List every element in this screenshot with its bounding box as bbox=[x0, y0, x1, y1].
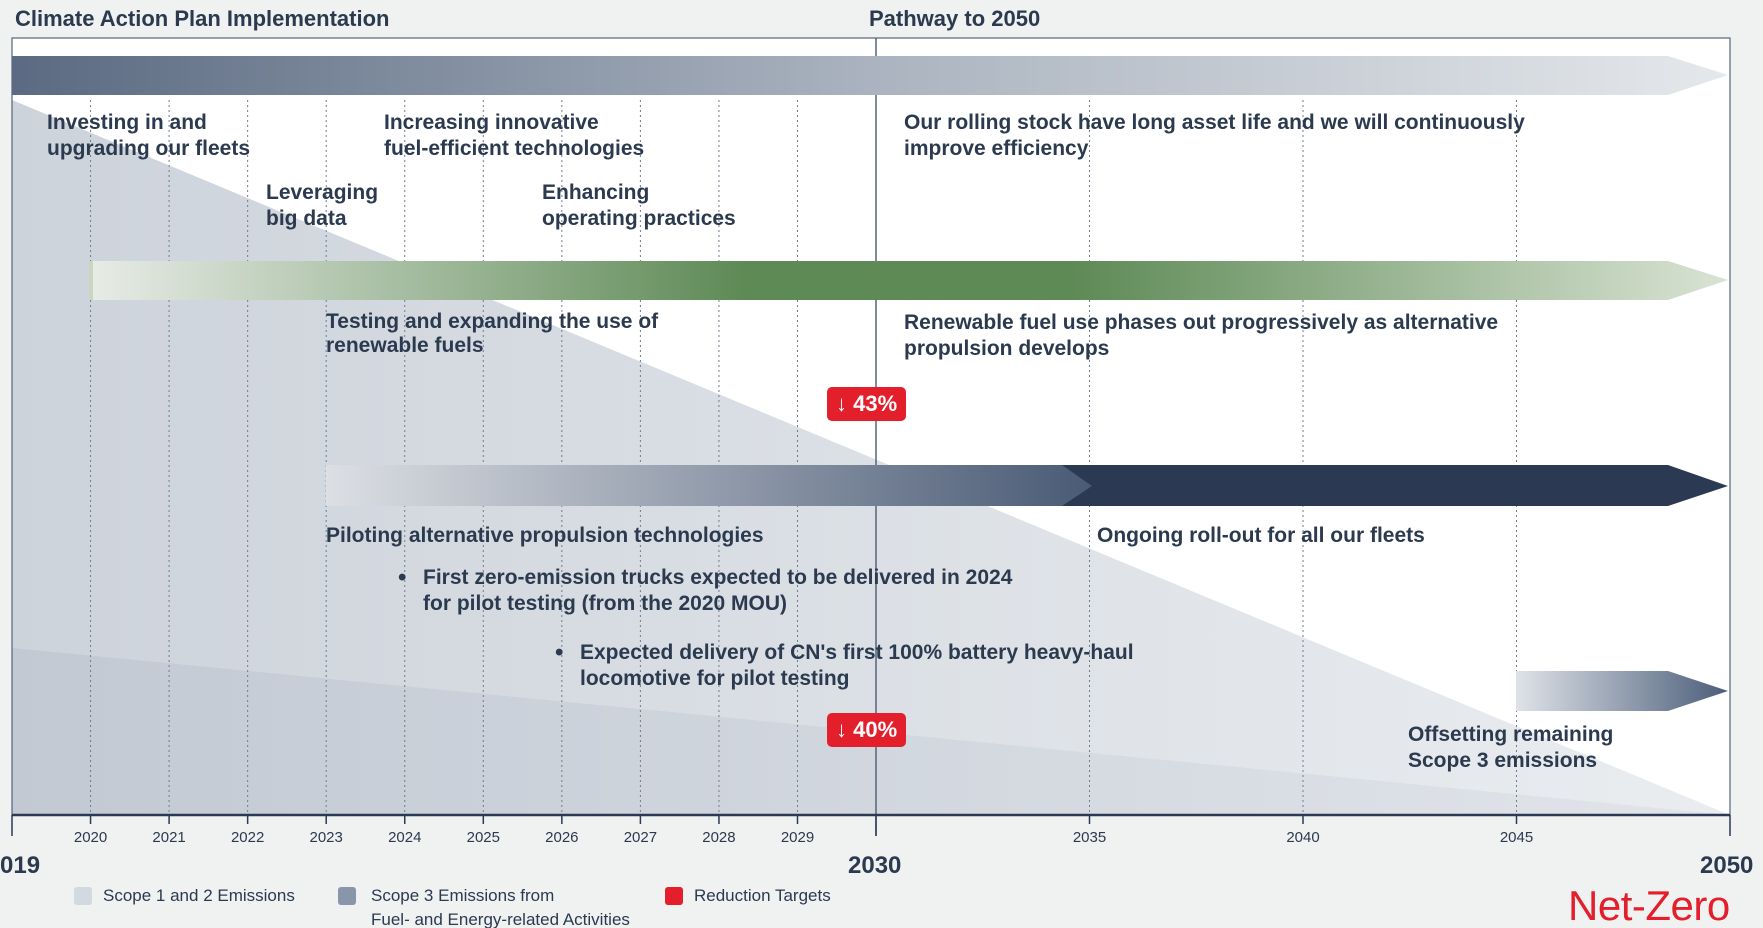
bullet-zero-emission-trucks: First zero-emission trucks expected to b… bbox=[423, 566, 1013, 615]
year-label-2045: 2045 bbox=[1499, 829, 1534, 846]
year-label-2026: 2026 bbox=[545, 829, 579, 846]
year-label-2027: 2027 bbox=[623, 829, 658, 846]
efficiency-arrow bbox=[12, 56, 1728, 95]
reduction-target-badge-scope12: ↓ 43% bbox=[827, 387, 907, 421]
year-label-2023: 2023 bbox=[309, 829, 343, 846]
year-label-2028: 2028 bbox=[702, 829, 736, 846]
legend-label-scope3: Scope 3 Emissions from Fuel- and Energy-… bbox=[371, 886, 630, 928]
ongoing-rollout-arrow bbox=[1000, 465, 1728, 506]
axis-mid-year: 2030 bbox=[848, 852, 902, 879]
renewable-fuel-arrow bbox=[89, 261, 1728, 300]
legend-swatch-scope3 bbox=[338, 887, 356, 905]
reduction-target-badge-scope3: ↓ 40% bbox=[827, 713, 907, 747]
year-label-2021: 2021 bbox=[152, 829, 186, 846]
axis-start-year: 019 bbox=[0, 852, 41, 879]
year-label-2020: 2020 bbox=[73, 829, 108, 846]
label-operating-practices: Enhancing operating practices bbox=[542, 181, 736, 230]
label-ongoing-rollout: Ongoing roll-out for all our fleets bbox=[1097, 524, 1425, 547]
bullet-dot: • bbox=[555, 639, 564, 666]
legend-label-scope12: Scope 1 and 2 Emissions bbox=[103, 886, 295, 905]
axis-ticks bbox=[11, 815, 1731, 836]
year-label-2029: 2029 bbox=[780, 829, 815, 846]
year-label-2040: 2040 bbox=[1286, 829, 1320, 846]
label-innovative-tech: Increasing innovative fuel-efficient tec… bbox=[384, 111, 645, 160]
pathway-heading: Pathway to 2050 bbox=[869, 6, 1041, 31]
plan-heading: Climate Action Plan Implementation bbox=[15, 6, 390, 31]
bullet-battery-locomotive: Expected delivery of CN's first 100% bat… bbox=[580, 641, 1134, 690]
legend-swatch-scope12 bbox=[74, 887, 92, 905]
label-renewable-phase-out: Renewable fuel use phases out progressiv… bbox=[904, 311, 1499, 360]
bullet-dot: • bbox=[398, 564, 407, 591]
legend-swatch-reduction bbox=[665, 887, 683, 905]
year-label-2025: 2025 bbox=[466, 829, 500, 846]
label-invest-fleets: Investing in and upgrading our fleets bbox=[47, 111, 251, 160]
legend-label-reduction: Reduction Targets bbox=[694, 886, 831, 905]
year-label-2024: 2024 bbox=[388, 829, 422, 846]
net-zero-brand: Net-Zero bbox=[1568, 882, 1730, 928]
axis-end-year: 2050 bbox=[1700, 852, 1754, 879]
label-big-data: Leveraging big data bbox=[266, 181, 379, 230]
label-piloting-propulsion: Piloting alternative propulsion technolo… bbox=[326, 524, 764, 547]
year-label-2022: 2022 bbox=[230, 829, 265, 846]
pilot-propulsion-arrow bbox=[326, 465, 1092, 506]
label-offset-scope3: Offsetting remaining Scope 3 emissions bbox=[1408, 723, 1614, 772]
year-label-2035: 2035 bbox=[1072, 829, 1107, 846]
label-rolling-stock: Our rolling stock have long asset life a… bbox=[904, 111, 1525, 160]
offset-arrow bbox=[1516, 671, 1728, 711]
label-renewable-testing: Testing and expanding the use of renewab… bbox=[326, 310, 659, 357]
